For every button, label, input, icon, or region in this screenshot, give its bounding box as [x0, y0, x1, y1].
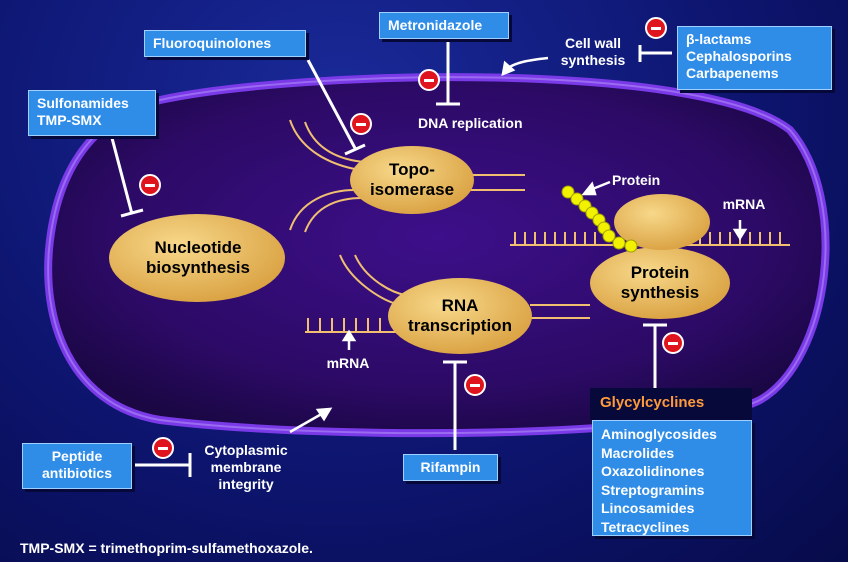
rna-transcription-label: RNA transcription	[408, 296, 512, 335]
rifampin-box: Rifampin	[403, 454, 498, 481]
fluoroquinolones-box: Fluoroquinolones	[144, 30, 306, 57]
protein-label: Protein	[612, 172, 661, 188]
ribosome-large-subunit	[614, 194, 710, 250]
topoisomerase-label: Topo- isomerase	[369, 160, 455, 199]
inhibition-minus-icon	[152, 437, 174, 459]
footnote: TMP-SMX = trimethoprim-sulfamethoxazole.	[20, 540, 313, 556]
inhibition-minus-icon	[139, 174, 161, 196]
protein-synthesis-label: Protein synthesis	[620, 263, 700, 302]
nucleotide-biosynthesis-label: Nucleotide biosynthesis	[146, 238, 250, 277]
beta-lactams-box: β-lactams Cephalosporins Carbapenems	[677, 26, 832, 90]
cell-wall-synthesis-label: Cell wall synthesis	[560, 35, 626, 68]
topoisomerase-oval	[350, 146, 474, 214]
dna-replication-label: DNA replication	[418, 115, 523, 131]
membrane-integrity-label: Cytoplasmic membrane integrity	[204, 442, 288, 492]
peptide-antibiotics-box: Peptide antibiotics	[22, 443, 132, 489]
rna-transcription-oval	[388, 278, 532, 354]
mrna-label-left: mRNA	[326, 355, 370, 371]
mrna-label-right: mRNA	[722, 196, 766, 212]
ribosome-small-subunit	[590, 247, 730, 319]
inhibition-minus-icon	[350, 113, 372, 135]
sulfonamides-box: Sulfonamides TMP-SMX	[28, 90, 156, 136]
inhibition-minus-icon	[464, 374, 486, 396]
protein-bead-chain	[561, 185, 638, 253]
glycylcyclines-header: Glycylcyclines	[590, 388, 752, 420]
inhibition-bar-icon	[110, 40, 672, 477]
inhibition-minus-icon	[662, 332, 684, 354]
mrna-strand-left	[305, 318, 400, 333]
inhibition-minus-icon	[645, 17, 667, 39]
nucleotide-oval	[109, 214, 285, 302]
inhibition-minus-icon	[418, 69, 440, 91]
metronidazole-box: Metronidazole	[379, 12, 509, 39]
protein-synthesis-inhibitors-box: Aminoglycosides Macrolides Oxazolidinone…	[592, 420, 752, 536]
dna-strands	[289, 119, 590, 319]
arrow-icon	[289, 56, 748, 434]
